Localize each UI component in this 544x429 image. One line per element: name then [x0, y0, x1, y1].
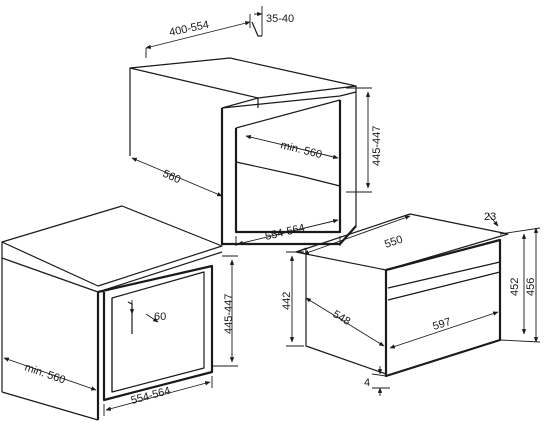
lower-cabinet — [1, 205, 223, 421]
label-oven-top-width: 550 — [383, 234, 404, 251]
upper-cabinet — [129, 21, 357, 246]
label-top-cab-back-gap: 35-40 — [266, 13, 294, 25]
label-oven-height-body: 442 — [281, 292, 293, 310]
oven-dimensions — [286, 213, 541, 396]
dimension-labels: 400-554 35-40 560 445-447 min. 560 554-5… — [23, 13, 537, 407]
label-top-cab-width: 400-554 — [168, 19, 210, 39]
label-low-cab-vent: 60 — [154, 311, 166, 323]
upper-cabinet-dimensions — [131, 6, 372, 246]
label-oven-height-front: 452 — [509, 278, 521, 296]
label-oven-front-offset: 23 — [484, 211, 496, 223]
label-top-cab-depth: 560 — [161, 168, 183, 186]
label-top-cab-opening-height: 445-447 — [371, 126, 383, 166]
label-oven-depth: 548 — [330, 308, 352, 328]
label-top-cab-min-depth: min. 560 — [279, 139, 323, 161]
label-oven-front-width: 597 — [431, 316, 452, 333]
label-low-cab-depth: min. 560 — [23, 361, 67, 386]
lower-cabinet-dimensions — [3, 255, 238, 416]
label-oven-bottom-offset: 4 — [364, 377, 370, 389]
label-top-cab-opening-width: 554-564 — [264, 222, 306, 243]
label-low-cab-opening-height: 445-447 — [223, 294, 235, 334]
label-oven-height-total: 456 — [525, 278, 537, 296]
